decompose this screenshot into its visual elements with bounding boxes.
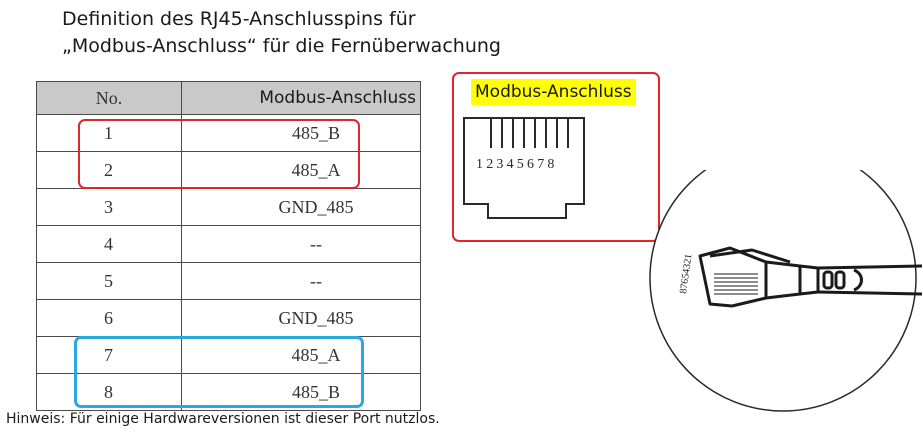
pin-number: 3	[36, 188, 182, 226]
pin-number: 8	[36, 373, 182, 411]
table-row: 4 --	[36, 225, 421, 263]
hardware-note: Hinweis: Für einige Hardwareversionen is…	[6, 411, 440, 427]
table-row: 8 485_B	[36, 373, 421, 411]
pin-definition-table: No. Modbus-Anschluss 1 485_B 2 485_A 3 G…	[36, 81, 421, 411]
table-row: 2 485_A	[36, 151, 421, 189]
pin-function: GND_485	[181, 188, 421, 226]
rj45-port-icon: 12345678	[463, 117, 585, 219]
port-label: Modbus-Anschluss	[471, 79, 636, 105]
pin-function: GND_485	[181, 299, 421, 337]
plug-body	[698, 246, 922, 308]
rs485-highlight-pins-7-8	[74, 336, 364, 408]
pin-number: 6	[36, 299, 182, 337]
pin-function: 485_B	[181, 373, 421, 411]
page-title: Definition des RJ45-Anschlusspins für „M…	[62, 6, 501, 60]
pin-number: 4	[36, 225, 182, 263]
pin-number: 5	[36, 262, 182, 300]
plug-circle	[649, 170, 917, 412]
pin-function: 485_A	[181, 151, 421, 189]
pin-function: --	[181, 262, 421, 300]
rj45-plug-icon: 87654321	[649, 170, 922, 412]
port-pin-numbers: 12345678	[476, 157, 558, 172]
pin-number: 2	[36, 151, 182, 189]
table-row: 3 GND_485	[36, 188, 421, 226]
title-line-1: Definition des RJ45-Anschlusspins für	[62, 8, 416, 30]
table-row: 5 --	[36, 262, 421, 300]
plug-contacts	[714, 273, 758, 295]
table-header-row: No. Modbus-Anschluss	[36, 81, 421, 115]
header-modbus: Modbus-Anschluss	[181, 81, 421, 115]
port-contacts	[490, 118, 569, 148]
table-row: 6 GND_485	[36, 299, 421, 337]
header-no: No.	[36, 81, 182, 115]
rs485-highlight-pins-1-2	[78, 119, 360, 189]
port-outline	[463, 117, 585, 219]
title-line-2: „Modbus-Anschluss“ für die Fernüberwachu…	[62, 35, 501, 57]
port-diagram-frame	[452, 72, 660, 242]
pin-function: --	[181, 225, 421, 263]
